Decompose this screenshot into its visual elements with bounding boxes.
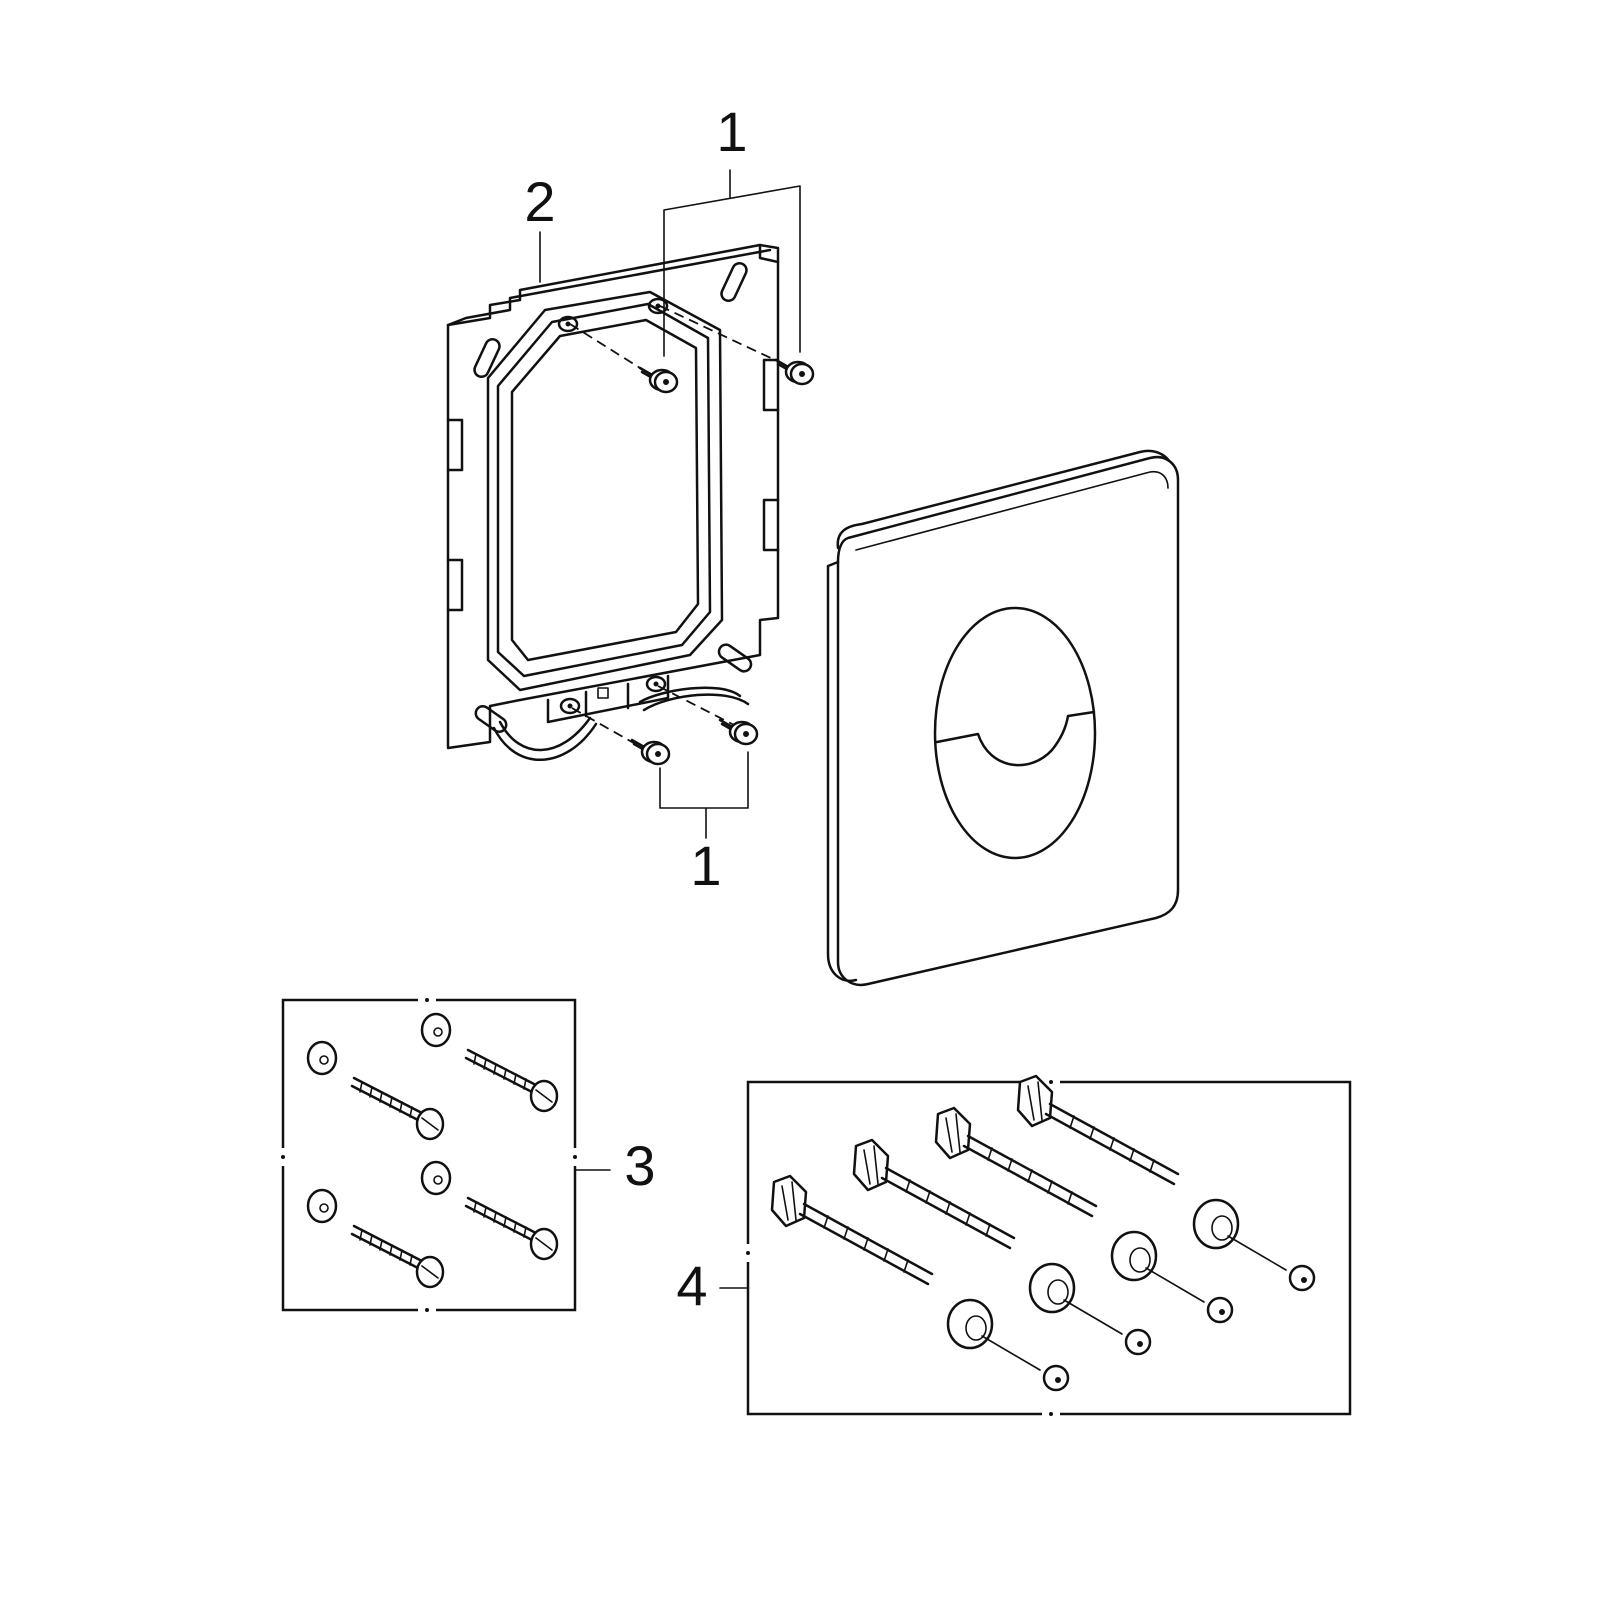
mounting-frame-icon [446, 243, 780, 761]
callout-1-bottom: 1 [690, 834, 721, 897]
screw-icon [638, 366, 679, 394]
callout-3: 3 [624, 1134, 655, 1197]
threaded-rod-set-icon [746, 1074, 1352, 1416]
callout-1-top: 1 [716, 100, 747, 163]
screw-icon [630, 738, 671, 766]
wall-plug-set-icon [281, 998, 577, 1312]
screw-icon [718, 718, 759, 746]
flush-plate-icon [826, 449, 1180, 987]
screw-icon [774, 358, 815, 386]
callout-4: 4 [676, 1254, 707, 1317]
callout-2: 2 [524, 170, 555, 233]
